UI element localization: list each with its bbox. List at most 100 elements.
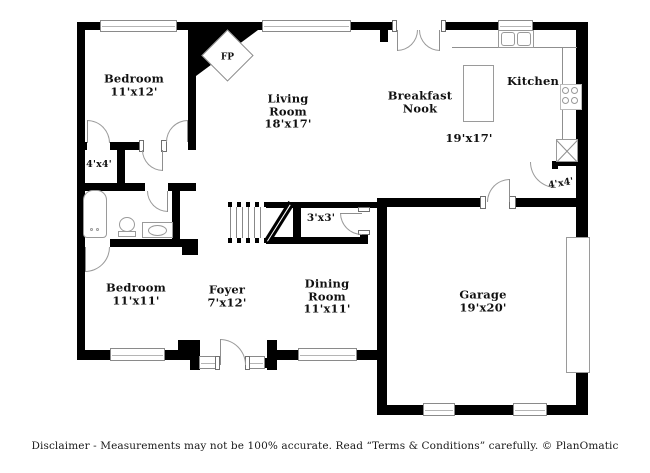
room-dims: 18'x17' (264, 116, 312, 131)
door-arc-hall (142, 150, 163, 171)
fireplace-label: FP (220, 51, 235, 62)
room-label-closet-upper: 4'x4' (86, 160, 112, 170)
room-name: Dining (304, 276, 350, 291)
room-name: Kitchen (506, 73, 560, 88)
toilet-icon (119, 217, 135, 232)
wall-stairs-right (293, 202, 301, 244)
door-panel (509, 179, 510, 202)
wall-left (77, 22, 85, 360)
door-panel (220, 339, 221, 365)
door-panel (87, 120, 88, 143)
porch-pillar-right (267, 340, 277, 370)
wall-top-stub (380, 30, 388, 42)
wall-hall-pillar (182, 239, 198, 255)
room-name: Breakfast (387, 88, 453, 103)
wall-garage-top (377, 198, 576, 207)
window-bedroom2 (110, 348, 165, 361)
wall-bedroom1-right (188, 30, 196, 150)
stove-burner (571, 87, 578, 94)
door-frame (441, 20, 446, 32)
window-bedroom1 (100, 20, 177, 32)
room-name: Garage (459, 287, 507, 302)
room-label-closet-garage: 4'x4' (547, 175, 575, 192)
wall-closet1-right (117, 150, 125, 191)
room-label-bedroom-2: Bedroom 11'x11' (105, 280, 167, 307)
wall-bath-bottom (77, 239, 198, 247)
wall-closet2-stub (556, 158, 576, 166)
room-dims: 19'x17' (445, 130, 493, 145)
room-dims: 4'x4' (86, 159, 112, 170)
sink-basin-left (501, 32, 515, 46)
door-frame (392, 20, 397, 32)
door-arc-bedroom1 (166, 120, 188, 142)
wall-bath-right (172, 191, 180, 247)
room-label-kitchen: Kitchen (507, 75, 559, 88)
wall-closet3-bottom (293, 237, 368, 244)
stairs-rail-top (228, 202, 266, 207)
wall-bath-top-b (168, 183, 196, 191)
garage-door (566, 237, 590, 373)
room-dims: 4'x4' (547, 175, 575, 192)
room-dims: 7'x12' (207, 295, 247, 309)
wall-stairs-top (266, 202, 293, 208)
door-panel (439, 30, 440, 51)
vanity-sink (148, 225, 167, 236)
door-frame (509, 196, 516, 209)
door-frame (358, 207, 370, 212)
room-dims: 11'x11' (303, 301, 351, 316)
opening-bedroom2-door (85, 238, 110, 248)
door-arc-bedroom2 (85, 247, 110, 272)
room-name: Room (269, 103, 307, 118)
window-garage-2 (513, 403, 547, 416)
room-dims: 19'x20' (459, 300, 507, 314)
door-arc-closet1 (87, 120, 110, 143)
door-panel (162, 150, 163, 171)
wall-garage-front (377, 405, 588, 415)
opening-closet3-door (359, 212, 369, 234)
stairs-break-line (267, 204, 291, 242)
wall-stairs-bottom (266, 237, 293, 244)
stairs-treads (230, 207, 266, 238)
wall-bedroom1-south-a (77, 142, 87, 150)
room-dims: 3'x3' (306, 212, 336, 224)
wall-garage-left (377, 202, 387, 415)
room-label-closet-stairs: 3'x3' (306, 212, 336, 224)
wall-bedroom1-south-b (110, 142, 140, 150)
room-dims: 11'x12' (110, 84, 158, 98)
door-panel (187, 120, 188, 142)
door-panel (397, 30, 398, 51)
room-label-foyer: Foyer 7'x12' (207, 283, 247, 309)
door-frame (215, 356, 220, 370)
bathtub-icon (83, 190, 107, 238)
tub-faucet (96, 228, 99, 231)
window-garage-1 (423, 403, 455, 416)
stove-burner (562, 87, 569, 94)
room-name: Bedroom (105, 280, 167, 295)
door-frame (480, 196, 486, 209)
disclaimer-text: Disclaimer - Measurements may not be 100… (31, 440, 619, 452)
door-panel (85, 247, 86, 272)
room-label-living-room: Living Room 18'x17' (264, 92, 311, 130)
door-arc-garage-entry (487, 179, 510, 202)
sink-basin-right (517, 32, 531, 46)
room-label-breakfast-nook: Breakfast Nook (387, 88, 453, 115)
stove-burner (562, 97, 569, 104)
room-label-bedroom-1: Bedroom 11'x12' (104, 72, 164, 98)
door-frame (161, 140, 167, 152)
room-dims: 11'x11' (112, 293, 160, 307)
opening-french-doors (394, 21, 443, 31)
porch-pillar-left (190, 340, 200, 370)
door-arc-bathroom (147, 191, 168, 212)
room-name: Living (267, 91, 309, 106)
door-arc-front-entry (220, 339, 246, 365)
door-arc-french-right (419, 30, 440, 51)
wall-corner-bed2 (178, 340, 190, 350)
room-dims-breakfast-nook: 19'x17' (445, 132, 492, 145)
door-arc-french-left (397, 30, 418, 51)
window-living-room (262, 20, 351, 32)
window-dining-room (298, 348, 357, 361)
opening-garage-entry (481, 197, 516, 208)
stove-burner (571, 97, 578, 104)
door-arc-closet3 (340, 213, 362, 235)
toilet-tank (118, 231, 136, 237)
